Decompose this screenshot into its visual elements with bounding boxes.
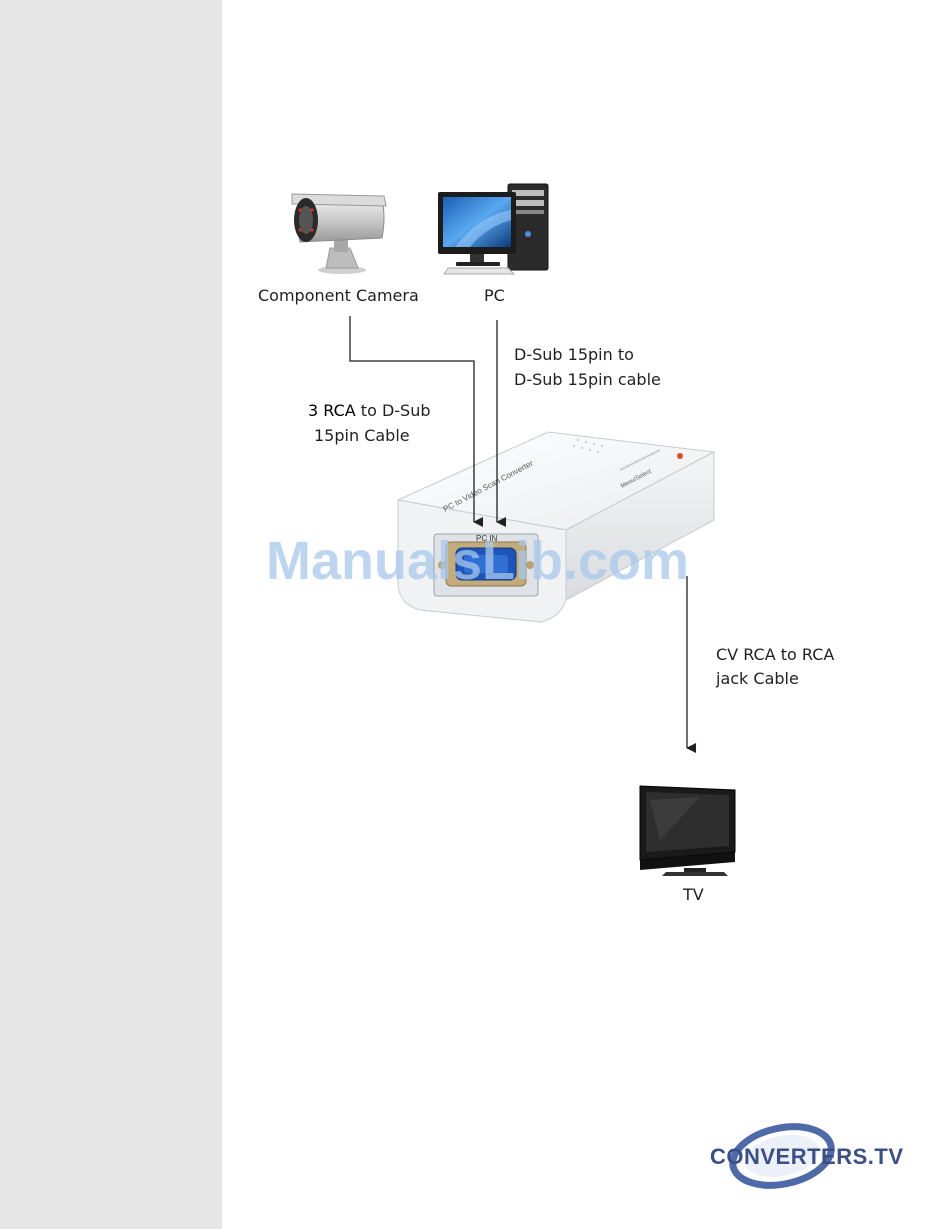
converters-tv-logo: CONVERTERS.TV xyxy=(700,1118,922,1198)
cv-cable-label-line1: CV RCA to RCA xyxy=(716,643,834,667)
camera-icon xyxy=(292,194,386,274)
rca-cable-label-strong: 3 RCA xyxy=(308,401,356,420)
converter-box-image: PC to Video Scan Converter Menu/Select xyxy=(398,432,714,622)
rca-cable-label-line1: 3 RCA to D-Sub xyxy=(308,399,430,423)
logo-text: CONVERTERS.TV xyxy=(710,1144,904,1170)
rca-cable-label-line2: 15pin Cable xyxy=(314,424,410,448)
cv-cable-label-line2: jack Cable xyxy=(716,667,799,691)
dsub-cable-label-line2: D-Sub 15pin cable xyxy=(514,368,661,392)
camera-label: Component Camera xyxy=(258,284,419,308)
pc-label: PC xyxy=(484,284,505,308)
rca-cable-label-rest: to D-Sub xyxy=(356,401,431,420)
watermark: ManualsLib.com xyxy=(266,530,689,592)
dsub-cable-label-line1: D-Sub 15pin to xyxy=(514,343,634,367)
tv-icon xyxy=(640,786,735,876)
pc-icon xyxy=(438,184,548,274)
tv-label: TV xyxy=(683,883,704,907)
